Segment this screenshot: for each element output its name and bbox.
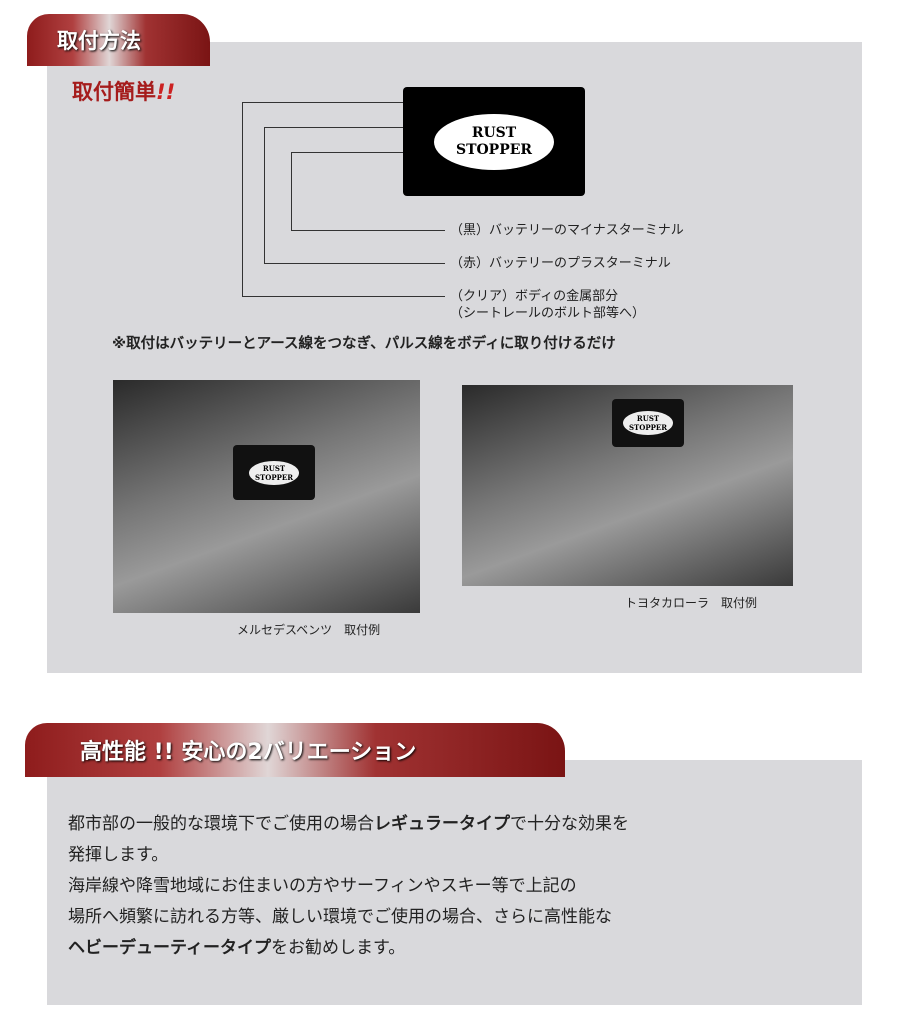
text: 発揮します。 xyxy=(68,845,169,865)
section-title: 取付方法 xyxy=(57,29,141,53)
install-note: ※取付はバッテリーとアース線をつなぎ、パルス線をボディに取り付けるだけ xyxy=(112,336,616,352)
text: をお勧めします。 xyxy=(270,938,406,958)
text: 都市部の一般的な環境下でご使用の場合 xyxy=(68,814,374,834)
variation-panel xyxy=(47,760,862,1005)
installation-header: 取付方法 xyxy=(27,14,210,66)
wire-black xyxy=(291,152,292,230)
easy-install-heading: 取付簡単!! xyxy=(72,76,175,106)
subtitle: 取付簡単 xyxy=(72,80,156,104)
text: 場所へ頻繁に訪れる方等、厳しい環境でご使用の場合、さらに高性能な xyxy=(68,907,612,927)
section-title: 高性能 !! 安心の2バリエーション xyxy=(80,740,417,765)
variation-header: 高性能 !! 安心の2バリエーション xyxy=(25,723,565,777)
heavy-duty-type: ヘビーデューティータイプ xyxy=(68,938,271,958)
text: 海岸線や降雪地域にお住まいの方やサーフィンやスキー等で上記の xyxy=(68,876,577,896)
wire-label-clear: （クリア）ボディの金属部分 xyxy=(450,289,619,304)
corolla-caption: トヨタカローラ 取付例 xyxy=(625,596,758,610)
mercedes-caption: メルセデスベンツ 取付例 xyxy=(237,623,381,637)
wire-black xyxy=(291,230,445,231)
wire-red xyxy=(264,263,445,264)
wire-clear xyxy=(242,102,243,296)
wire-label-black: （黒）バッテリーのマイナスターミナル xyxy=(450,223,684,238)
exclaim: !! xyxy=(156,80,176,104)
variation-description: 都市部の一般的な環境下でご使用の場合レギュラータイプで十分な効果を 発揮します。… xyxy=(68,809,629,964)
regular-type: レギュラータイプ xyxy=(374,814,510,834)
wire-clear xyxy=(242,296,445,297)
device-logo: RUST STOPPER xyxy=(434,113,554,170)
wire-red xyxy=(264,127,403,128)
text: で十分な効果を xyxy=(510,814,629,834)
rust-stopper-device: RUST STOPPER xyxy=(403,87,585,196)
wire-label-red: （赤）バッテリーのプラスターミナル xyxy=(450,256,671,271)
wire-label-clear-note: （シートレールのボルト部等へ） xyxy=(450,306,646,321)
wire-black xyxy=(291,152,403,153)
wire-clear xyxy=(242,102,403,103)
wire-red xyxy=(264,127,265,263)
